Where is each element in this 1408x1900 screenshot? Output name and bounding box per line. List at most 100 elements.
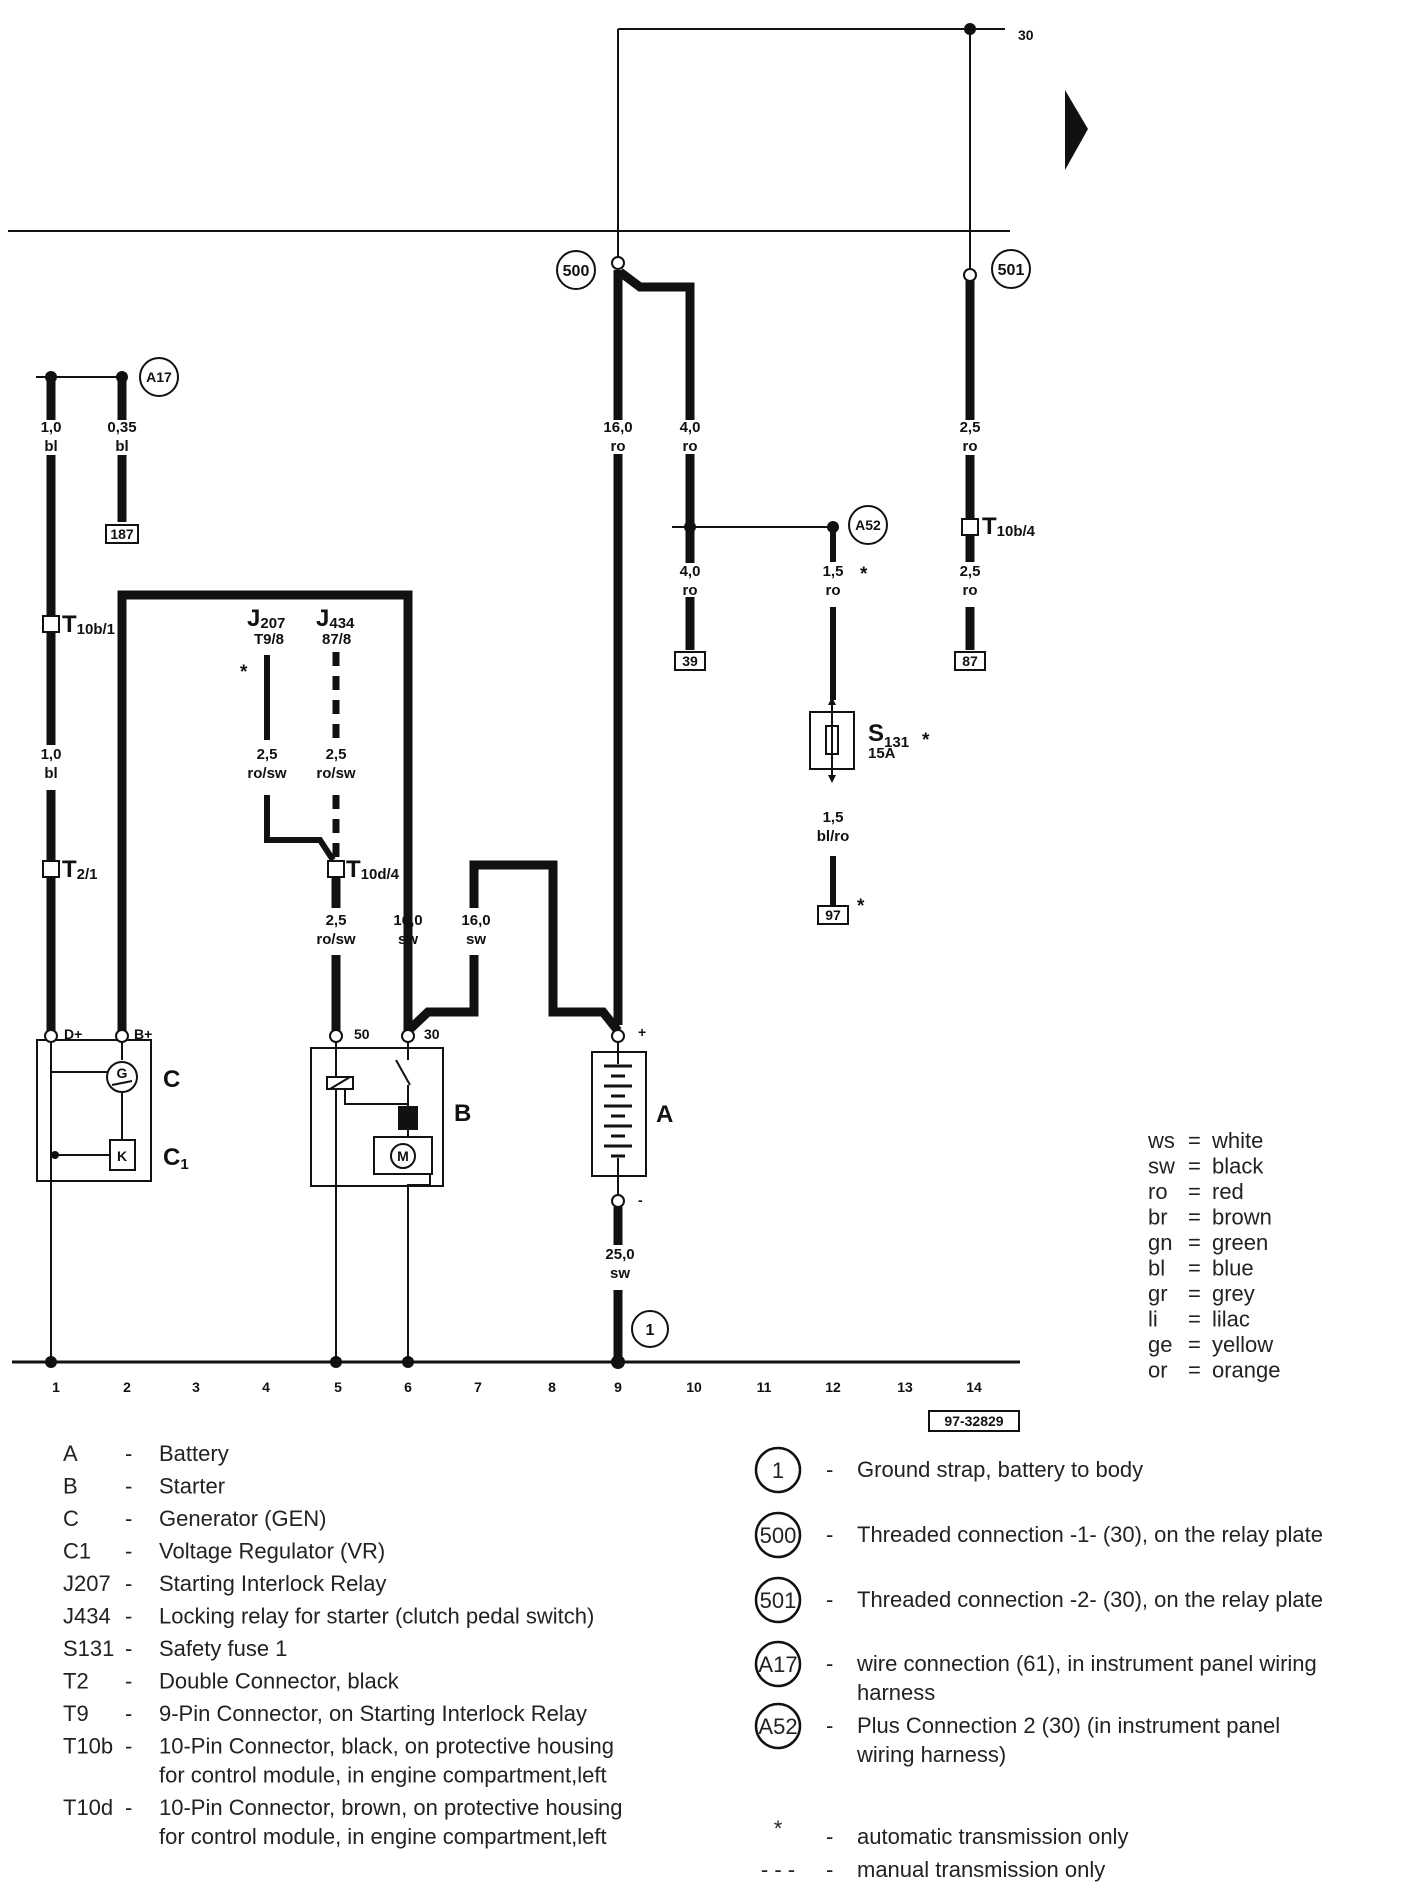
- legend-dash: -: [125, 1441, 132, 1466]
- j207-label: J207: [247, 605, 285, 632]
- legend-desc: 9-Pin Connector, on Starting Interlock R…: [159, 1701, 587, 1726]
- wire-ground-color: sw: [610, 1265, 630, 1282]
- pin-30: 30: [424, 1026, 440, 1042]
- legend-symbol: 500: [760, 1523, 797, 1548]
- wire-col10b-color: ro: [683, 582, 698, 599]
- legend-dash: -: [125, 1506, 132, 1531]
- fuse-s131-rating: 15A: [868, 745, 896, 762]
- wire-col5-color: ro/sw: [316, 931, 356, 948]
- legend-desc: Threaded connection -1- (30), on the rel…: [857, 1522, 1323, 1547]
- asterisk-s131: *: [922, 730, 930, 751]
- wire-col14-size: 2,5: [960, 419, 981, 436]
- pin-bplus: B+: [134, 1026, 152, 1042]
- legend-desc: Voltage Regulator (VR): [159, 1539, 385, 1564]
- legend-code: J434: [63, 1604, 111, 1629]
- note-symbol: *: [774, 1816, 783, 1841]
- fuse-s131-label: S131: [868, 720, 909, 751]
- regulator-symbol: K: [117, 1148, 127, 1164]
- color-equals: =: [1188, 1179, 1201, 1204]
- wire-col9-size: 16,0: [603, 419, 632, 436]
- connector-t10d4: T10d/4: [346, 856, 400, 883]
- wire-col10-color: ro: [683, 438, 698, 455]
- legend-desc: Threaded connection -2- (30), on the rel…: [857, 1587, 1323, 1612]
- track-number: 7: [474, 1379, 482, 1395]
- legend-desc: Locking relay for starter (clutch pedal …: [159, 1604, 594, 1629]
- legend-code: J207: [63, 1571, 111, 1596]
- connection-501: 501: [963, 249, 1031, 289]
- legend-dash: -: [826, 1824, 833, 1849]
- legend-code: T10d: [63, 1795, 113, 1820]
- ground-legend: 1-Ground strap, battery to body500-Threa…: [754, 1446, 1323, 1882]
- wire-col14-color: ro: [963, 438, 978, 455]
- color-code: ws: [1147, 1128, 1175, 1153]
- color-equals: =: [1188, 1332, 1201, 1357]
- starter-box: 50 30 M B: [310, 1026, 471, 1357]
- legend-symbol: 1: [772, 1458, 784, 1483]
- wire-col1-col2: A17 1,0 bl 0,35 bl 187 T10b/1 1,0 bl T2/…: [36, 357, 413, 1031]
- component-a-label: A: [656, 1101, 673, 1128]
- ref-39: 39: [682, 653, 698, 669]
- wire-col12-color: ro: [826, 582, 841, 599]
- color-code: bl: [1148, 1256, 1165, 1281]
- wire-col5-size: 2,5: [326, 912, 347, 929]
- color-code: ge: [1148, 1332, 1172, 1357]
- track-number: 8: [548, 1379, 556, 1395]
- asterisk-j207: *: [240, 662, 248, 683]
- track-number: 2: [123, 1379, 131, 1395]
- color-name: black: [1212, 1154, 1264, 1179]
- legend-dash: -: [826, 1651, 833, 1676]
- legend-dash: -: [826, 1857, 833, 1882]
- component-b-label: B: [454, 1100, 471, 1127]
- wire-col2-color: bl: [115, 438, 128, 455]
- connector-t10b1: T10b/1: [62, 611, 115, 638]
- legend-code: S131: [63, 1636, 114, 1661]
- generator-symbol: G: [117, 1065, 128, 1081]
- legend-dash: -: [826, 1713, 833, 1738]
- color-equals: =: [1188, 1256, 1201, 1281]
- connection-500: 500: [556, 250, 625, 290]
- pin-dplus: D+: [64, 1026, 82, 1042]
- wire-col1b-color: bl: [44, 765, 57, 782]
- legend-dash: -: [125, 1571, 132, 1596]
- color-code: gr: [1148, 1281, 1168, 1306]
- wire-col14: 2,5 ro T10b/4 2,5 ro 87: [954, 280, 1036, 671]
- pin-plus: +: [638, 1024, 646, 1040]
- legend-dash: -: [826, 1587, 833, 1612]
- legend-dash: -: [125, 1734, 132, 1759]
- legend-desc-cont: for control module, in engine compartmen…: [159, 1824, 607, 1849]
- color-name: blue: [1212, 1256, 1254, 1281]
- generator-box: D+ B+ G K C C1: [36, 1026, 189, 1357]
- wire-j207-size: 2,5: [257, 746, 278, 763]
- wire-col2-size: 0,35: [107, 419, 136, 436]
- color-equals: =: [1188, 1205, 1201, 1230]
- legend-symbol-circle: [754, 1576, 802, 1624]
- wire-j434-color: ro/sw: [316, 765, 356, 782]
- wire-col14b-size: 2,5: [960, 563, 981, 580]
- component-c1-label: C1: [163, 1144, 189, 1173]
- color-equals: =: [1188, 1230, 1201, 1255]
- legend-dash: -: [125, 1474, 132, 1499]
- wire-col12b-color: bl/ro: [817, 828, 850, 845]
- track-number: 1: [52, 1379, 60, 1395]
- color-code: or: [1148, 1358, 1168, 1383]
- j207-pin: T9/8: [254, 631, 284, 648]
- legend-code: T2: [63, 1669, 89, 1694]
- track-number: 11: [757, 1379, 772, 1395]
- color-name: green: [1212, 1230, 1268, 1255]
- j434-pin: 87/8: [322, 631, 351, 648]
- connection-a17-label: A17: [146, 369, 172, 385]
- ref-87: 87: [962, 653, 978, 669]
- legend-dash: -: [125, 1701, 132, 1726]
- color-code: sw: [1148, 1154, 1175, 1179]
- legend-desc: Ground strap, battery to body: [857, 1457, 1143, 1482]
- color-legend: ws=whitesw=blackro=redbr=browngn=greenbl…: [1147, 1128, 1281, 1383]
- legend-desc: Starter: [159, 1474, 225, 1499]
- legend-desc: Safety fuse 1: [159, 1636, 287, 1661]
- wire-col6-size: 16,0: [393, 912, 422, 929]
- legend-code: A: [63, 1441, 78, 1466]
- relay-leads: J207 T9/8 J434 87/8 * 2,5 ro/sw 2,5 ro/s…: [240, 605, 423, 1031]
- color-code: gn: [1148, 1230, 1172, 1255]
- legend-symbol-circle: [754, 1446, 802, 1494]
